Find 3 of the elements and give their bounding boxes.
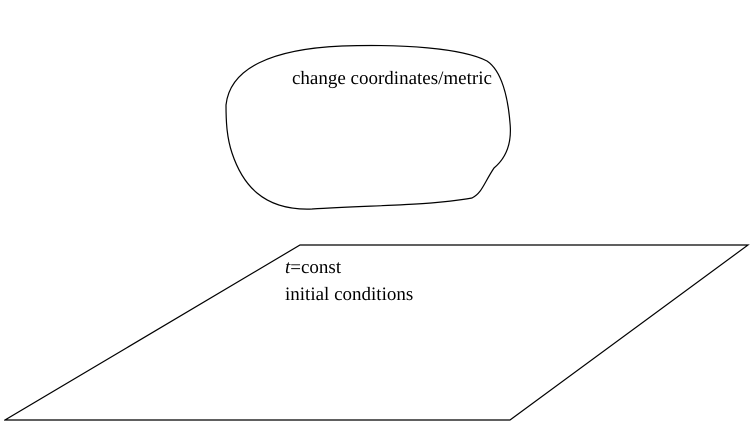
- shape-label: initial conditions: [285, 285, 414, 306]
- shape-label: t=const: [285, 258, 342, 279]
- shape-label: change coordinates/metric: [292, 69, 492, 90]
